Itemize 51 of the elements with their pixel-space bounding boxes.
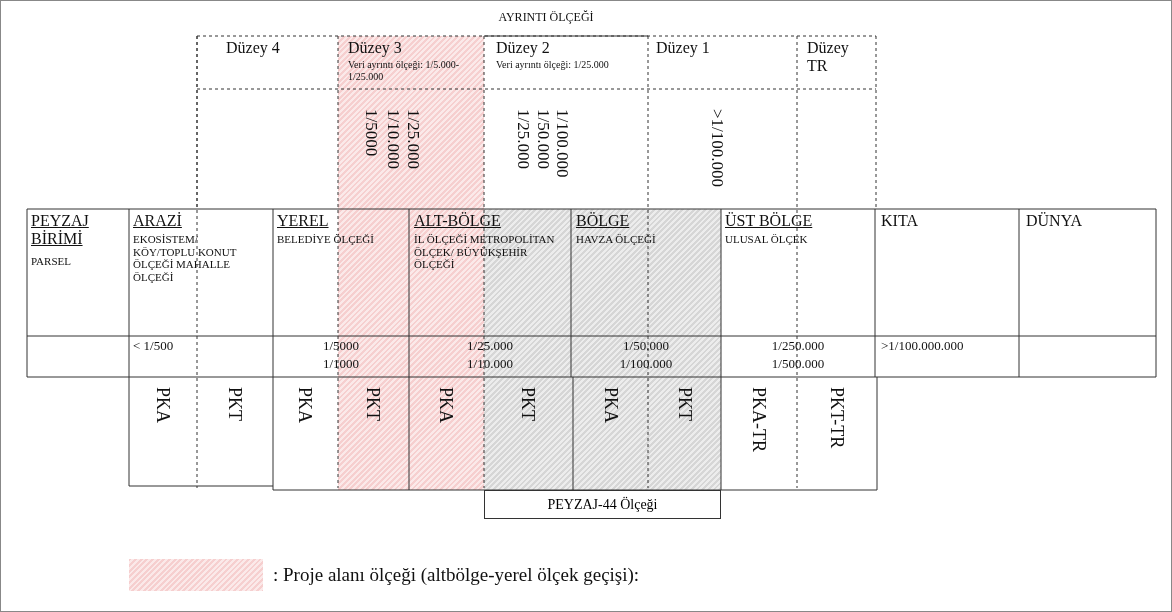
scale-value: 1/50.000 [622, 339, 670, 354]
scale-value: 1/10.000 [466, 357, 514, 372]
plan-code: PKT [362, 387, 383, 421]
plan-code: PKT [224, 387, 245, 421]
scale-value: 1/1000 [321, 357, 361, 372]
level-heading: Düzey 2 [496, 39, 551, 58]
scale-name: İL ÖLÇEĞİ METROPOLİTAN ÖLÇEK/ BÜYÜKŞEHİR ÖLÇEĞİ [414, 233, 556, 271]
plan-code: PKT [674, 387, 695, 421]
plan-code: PKT-TR [826, 387, 847, 449]
scale-value: 1/10.000 [383, 109, 404, 169]
level-heading: Düzey TR [807, 39, 850, 76]
scale-box: PEYZAJ-44 Ölçeği [484, 490, 721, 519]
scale-value: 1/250.000 [770, 339, 826, 354]
column-heading: ARAZİ [133, 212, 183, 231]
scale-value: < 1/500 [133, 339, 175, 354]
scale-name: PARSEL [31, 255, 72, 268]
scale-value: 1/25.000 [513, 109, 534, 169]
scale-value: 1/25.000 [466, 339, 514, 354]
scale-value: 1/5000 [321, 339, 361, 354]
level-heading: Düzey 1 [656, 39, 711, 58]
plan-code: PKA [294, 387, 315, 423]
plan-code: PKT [517, 387, 538, 421]
level-heading: Düzey 4 [226, 39, 281, 58]
plan-code: PKA [435, 387, 456, 423]
scale-name: EKOSİSTEM/ KÖY/TOPLU KONUT ÖLÇEĞİ MAHALLE ÖLÇEĞİ [133, 233, 238, 284]
legend-label: : Proje alanı ölçeği (altbölge-yerel ölçek geçişi): [273, 564, 640, 586]
scale-value: 1/5000 [361, 109, 382, 157]
plan-code: PKA [600, 387, 621, 423]
column-heading: KITA [881, 212, 919, 231]
scale-value: 1/100.000 [618, 357, 674, 372]
diagram-title: AYRINTI ÖLÇEĞİ [497, 11, 595, 25]
scale-value: >1/100.000.000 [881, 339, 965, 354]
column-heading: ALT-BÖLGE [414, 212, 502, 231]
scale-note: Veri ayrıntı ölçeği: 1/5.000-1/25.000 [348, 59, 461, 82]
plan-code: PKA [152, 387, 173, 423]
scale-name: BELEDİYE ÖLÇEĞİ [277, 233, 375, 246]
column-heading: PEYZAJ BİRİMİ [31, 212, 90, 249]
column-heading: DÜNYA [1026, 212, 1083, 231]
column-heading: YEREL [277, 212, 330, 231]
column-heading: BÖLGE [576, 212, 631, 231]
scale-value: >1/100.000 [707, 109, 728, 188]
scale-value: 1/500.000 [770, 357, 826, 372]
scale-value: 1/50.000 [533, 109, 554, 169]
scale-value: 1/25.000 [403, 109, 424, 169]
scale-value: 1/100.000 [552, 109, 573, 178]
scale-note: Veri ayrıntı ölçeği: 1/25.000 [496, 59, 610, 71]
scale-name: HAVZA ÖLÇEĞİ [576, 233, 657, 246]
plan-code: PKA-TR [748, 387, 769, 452]
scale-name: ULUSAL ÖLÇEK [725, 233, 809, 246]
column-heading: ÜST BÖLGE [725, 212, 814, 231]
level-heading: Düzey 3 [348, 39, 403, 58]
